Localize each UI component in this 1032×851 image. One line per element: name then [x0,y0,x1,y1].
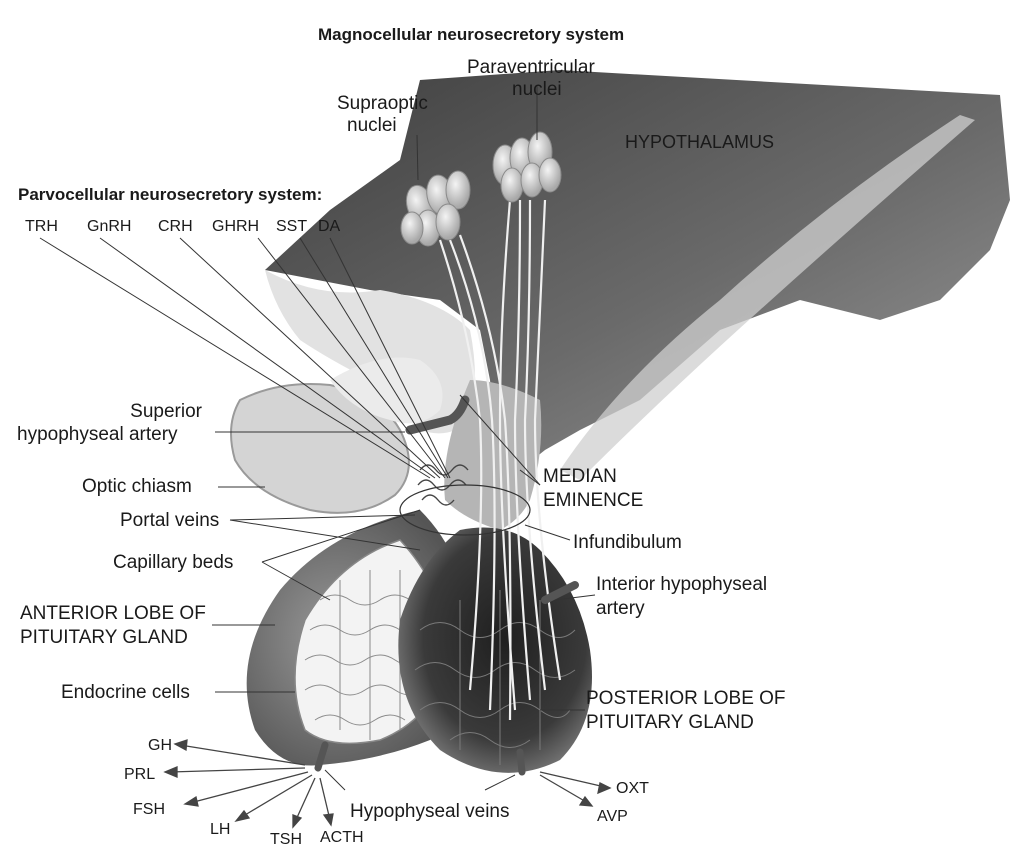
superior-artery-label-1: Superior [82,401,202,423]
median-eminence-label-2: EMINENCE [543,490,643,512]
interior-artery-label-2: artery [596,598,645,620]
portal-veins-label: Portal veins [120,510,219,532]
anterior-lobe-label-1: ANTERIOR LOBE OF [20,603,206,625]
hormone-tsh: TSH [270,829,302,851]
magnocellular-title: Magnocellular neurosecretory system [318,24,624,46]
capillary-beds-label: Capillary beds [113,552,233,574]
paraventricular-label-1: Paraventricular [467,57,595,79]
posterior-vein-stub [520,752,522,772]
median-eminence-label-1: MEDIAN [543,466,617,488]
hormone-trh: TRH [25,216,58,238]
hormone-gh: GH [148,735,172,757]
hormone-acth: ACTH [320,827,364,849]
supraoptic-label-1: Supraoptic [337,93,428,115]
hormone-da: DA [318,216,340,238]
endocrine-cells-label: Endocrine cells [61,682,190,704]
hypophyseal-veins-label: Hypophyseal veins [350,801,509,823]
hormone-crh: CRH [158,216,193,238]
hormone-avp: AVP [597,806,628,828]
anterior-lobe-label-2: PITUITARY GLAND [20,627,188,649]
posterior-lobe-label-1: POSTERIOR LOBE OF [586,688,786,710]
hormone-ghrh: GHRH [212,216,259,238]
interior-artery-label-1: Interior hypophyseal [596,574,767,596]
superior-artery-label-2: hypophyseal artery [17,424,178,446]
hormone-fsh: FSH [133,799,165,821]
paraventricular-label-2: nuclei [512,79,562,101]
hormone-sst: SST [276,216,307,238]
hormone-prl: PRL [124,764,155,786]
supraoptic-label-2: nuclei [347,115,397,137]
optic-chiasm-label: Optic chiasm [82,476,192,498]
hormone-lh: LH [210,819,230,841]
hypothalamus-label: HYPOTHALAMUS [625,131,774,153]
hormone-gnrh: GnRH [87,216,131,238]
parvocellular-title: Parvocellular neurosecretory system: [18,184,322,206]
infundibulum-label: Infundibulum [573,532,682,554]
hormone-oxt: OXT [616,778,649,800]
posterior-lobe-label-2: PITUITARY GLAND [586,712,754,734]
